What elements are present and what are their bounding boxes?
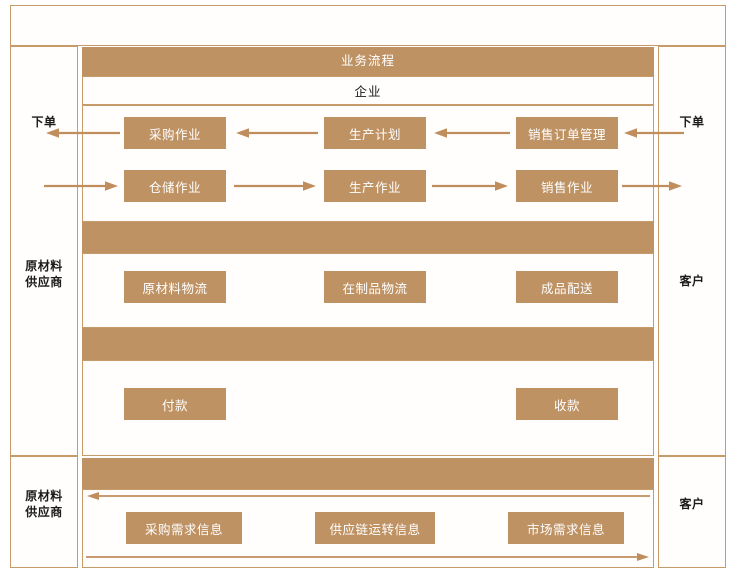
right-lane-column-bottom (658, 456, 726, 568)
arrow-information-downstream (86, 551, 650, 561)
arrow-warehouse-to-production (234, 180, 318, 191)
node-label: 市场需求信息 (526, 522, 605, 537)
lane-label-text: 客户 (679, 497, 705, 511)
lane-label-line2: 供应商 (25, 275, 63, 290)
node-market-demand-info[interactable]: 市场需求信息 (508, 512, 624, 544)
lane-label-line1: 原材料 (25, 259, 63, 273)
right-lane-label-customer-middle: 客户 (658, 273, 726, 289)
arrow-sales-to-customer (622, 180, 684, 191)
node-label: 付款 (161, 398, 188, 413)
node-label: 销售订单管理 (527, 127, 606, 142)
node-label: 销售作业 (540, 180, 593, 195)
node-sales-order-management[interactable]: 销售订单管理 (516, 117, 618, 149)
arrow-sales-order-to-production-plan (432, 127, 510, 138)
node-raw-material-logistics[interactable]: 原材料物流 (124, 271, 226, 303)
lane-label-text: 下单 (31, 115, 57, 129)
node-label: 原材料物流 (142, 281, 208, 296)
outer-top-strip (10, 5, 726, 46)
node-label: 生产计划 (348, 127, 401, 142)
left-lane-label-supplier-bottom: 原材料 供应商 (10, 488, 78, 520)
node-warehouse-operations[interactable]: 仓储作业 (124, 170, 226, 202)
logistics-divider-band (82, 222, 654, 253)
node-label: 在制品物流 (342, 281, 408, 296)
left-lane-column-upper (10, 46, 78, 456)
node-production-plan[interactable]: 生产计划 (324, 117, 426, 149)
node-payment-out[interactable]: 付款 (124, 388, 226, 420)
node-supply-chain-operation-info[interactable]: 供应链运转信息 (315, 512, 435, 544)
arrow-customer-order-to-sales-order (622, 127, 684, 138)
node-label: 采购需求信息 (144, 522, 223, 537)
node-finished-goods-delivery[interactable]: 成品配送 (516, 271, 618, 303)
right-lane-label-customer-bottom: 客户 (658, 496, 726, 512)
right-lane-column-upper (658, 46, 726, 456)
node-label: 生产作业 (348, 180, 401, 195)
arrow-production-plan-to-procurement (234, 127, 318, 138)
lane-label-line2: 供应商 (25, 505, 63, 520)
right-lane-label-order: 下单 (658, 114, 726, 130)
node-label: 供应链运转信息 (329, 522, 421, 537)
node-label: 采购作业 (148, 127, 201, 142)
node-procurement-operations[interactable]: 采购作业 (124, 117, 226, 149)
node-wip-logistics[interactable]: 在制品物流 (324, 271, 426, 303)
left-lane-column-bottom (10, 456, 78, 568)
lane-label-text: 下单 (679, 115, 705, 129)
node-label: 成品配送 (540, 281, 593, 296)
left-lane-label-order: 下单 (10, 114, 78, 130)
information-divider-band (82, 458, 654, 489)
payment-divider-band (82, 328, 654, 360)
node-sales-operations[interactable]: 销售作业 (516, 170, 618, 202)
lane-label-line1: 原材料 (25, 489, 63, 503)
left-lane-label-supplier-middle: 原材料 供应商 (10, 258, 78, 290)
arrow-production-to-sales (432, 180, 510, 191)
node-production-operations[interactable]: 生产作业 (324, 170, 426, 202)
arrow-supplier-to-warehouse (44, 180, 120, 191)
enterprise-label: 企业 (354, 85, 382, 99)
business-process-title: 业务流程 (340, 54, 395, 69)
business-process-band: 业务流程 (82, 47, 654, 76)
lane-label-text: 客户 (679, 274, 705, 288)
node-procurement-demand-info[interactable]: 采购需求信息 (126, 512, 242, 544)
node-label: 仓储作业 (148, 180, 201, 195)
arrow-information-upstream (86, 490, 650, 500)
node-label: 收款 (553, 398, 580, 413)
node-payment-in[interactable]: 收款 (516, 388, 618, 420)
enterprise-row: 企业 (82, 76, 654, 105)
arrow-procurement-to-supplier-order (44, 127, 120, 138)
